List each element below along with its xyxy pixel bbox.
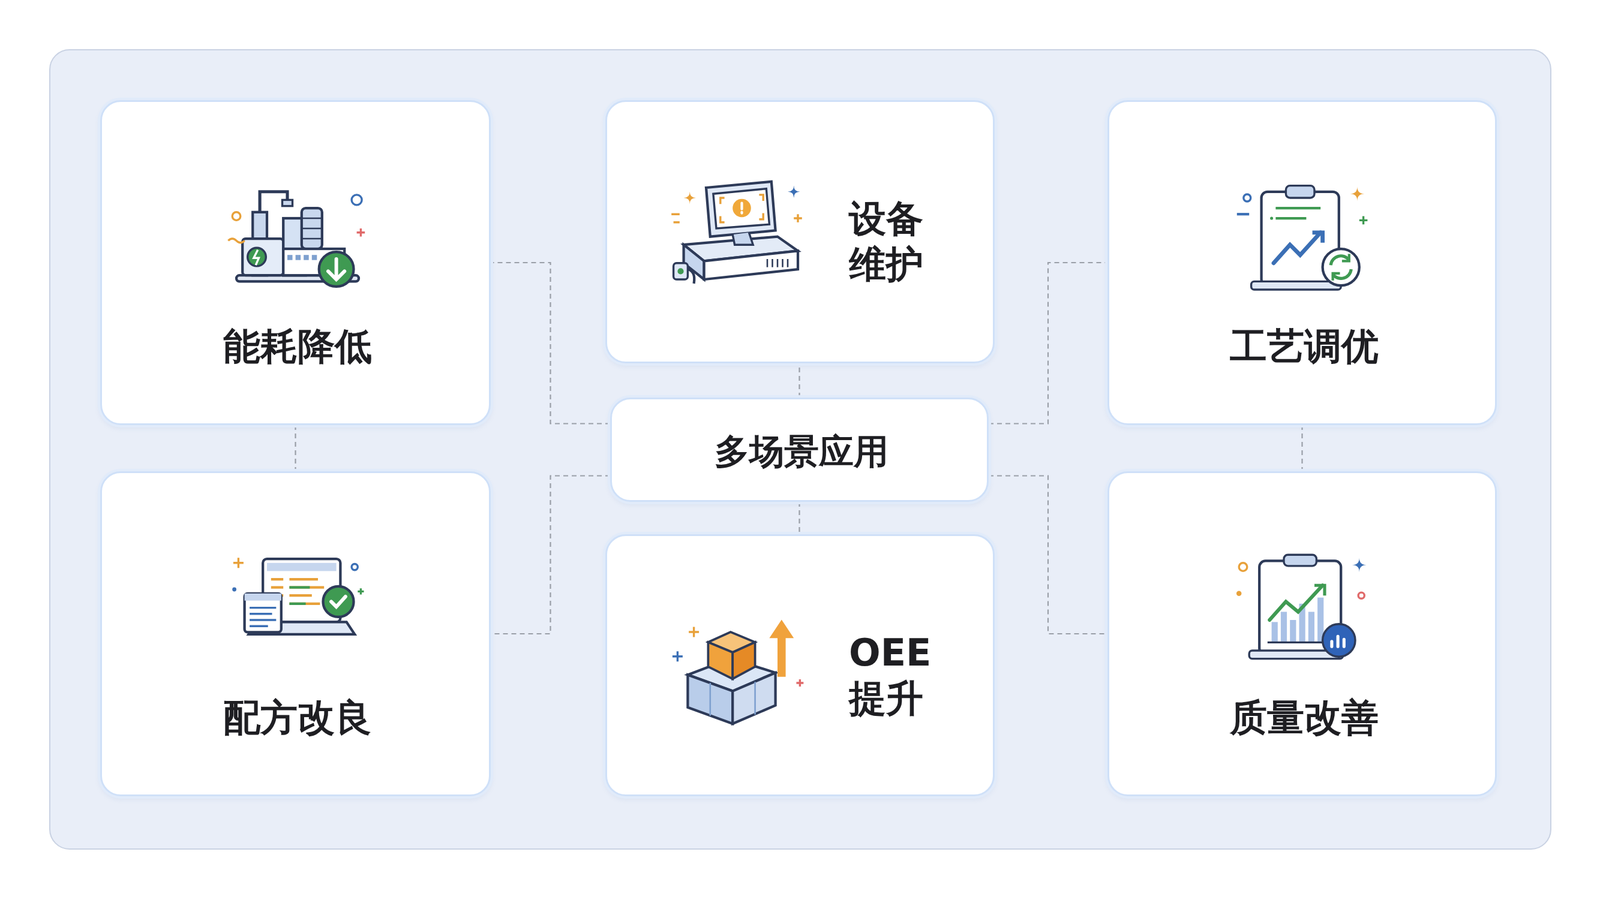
card-title: OEE 提升 bbox=[848, 630, 946, 722]
card-title: 配方改良 bbox=[223, 695, 372, 741]
scenario-card: 设备 维护 bbox=[605, 100, 995, 364]
dashed-connector bbox=[798, 363, 800, 398]
dashed-connector bbox=[988, 476, 1108, 635]
scenario-card: OEE 提升 bbox=[605, 534, 995, 797]
factory-icon bbox=[226, 177, 369, 300]
card-title: 设备 维护 bbox=[848, 196, 946, 287]
dashed-connector bbox=[988, 262, 1108, 425]
hub-box: 多场景应用 bbox=[610, 397, 989, 503]
server-icon bbox=[665, 177, 809, 300]
laptop-icon bbox=[226, 548, 369, 672]
card-title: 质量改善 bbox=[1229, 695, 1379, 741]
hub-label: 多场景应用 bbox=[714, 430, 889, 474]
dashed-connector bbox=[490, 476, 611, 635]
dashed-connector bbox=[294, 425, 296, 472]
card-title: 能耗降低 bbox=[223, 323, 372, 370]
scenario-card: 配方改良 bbox=[100, 471, 491, 797]
scenario-card: 质量改善 bbox=[1107, 471, 1497, 797]
cube-icon bbox=[665, 611, 809, 735]
process-icon bbox=[1232, 177, 1376, 300]
scenario-card: 工艺调优 bbox=[1107, 100, 1497, 426]
quality-icon bbox=[1232, 548, 1376, 672]
dashed-connector bbox=[798, 502, 800, 535]
dashed-connector bbox=[1301, 425, 1303, 472]
dashed-connector bbox=[490, 262, 611, 425]
scenario-card: 能耗降低 bbox=[100, 100, 491, 426]
card-title: 工艺调优 bbox=[1229, 323, 1379, 370]
